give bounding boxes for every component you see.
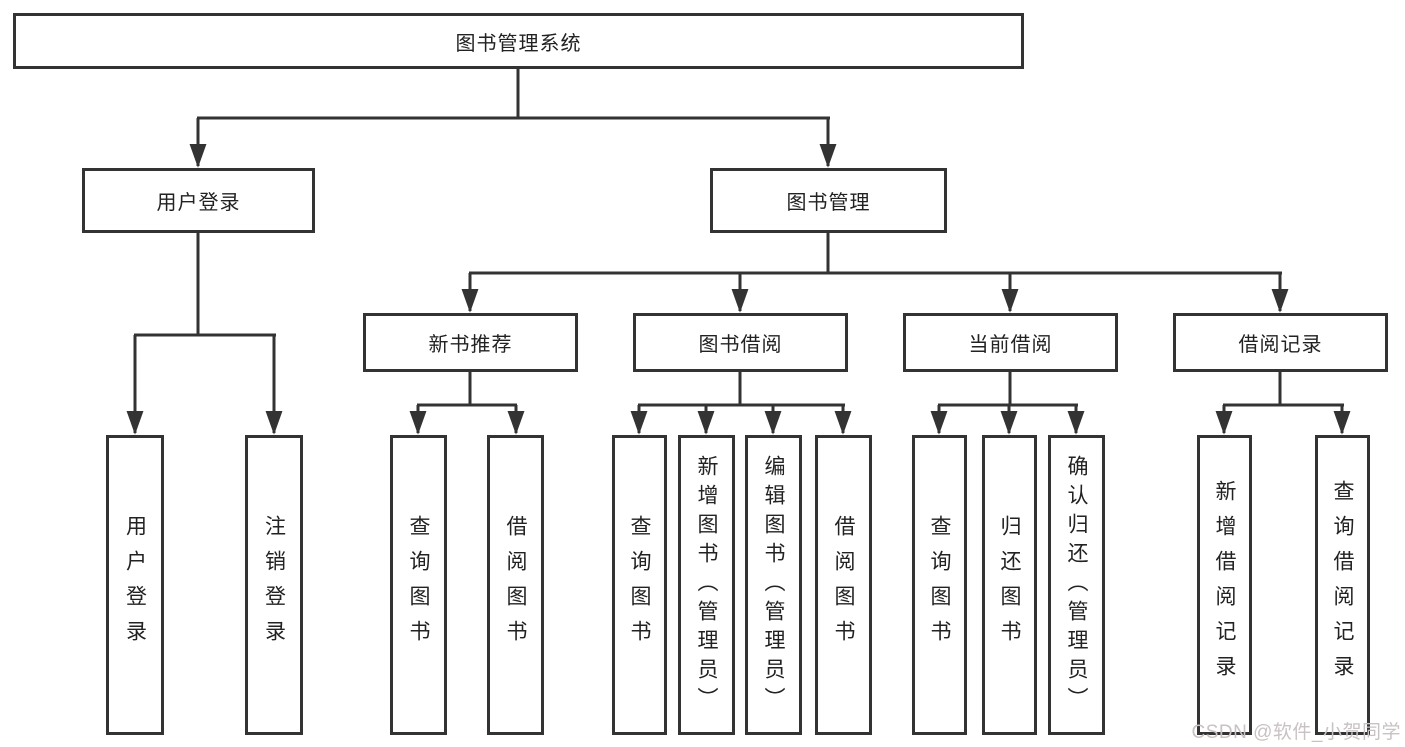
leaf-borrow-borrow-books: 借阅图书 (815, 435, 872, 735)
leaf-borrow-edit-books-admin: 编辑图书（管理员） (745, 435, 802, 735)
node-borrow-record: 借阅记录 (1173, 313, 1388, 372)
node-new-book-recommend-label: 新书推荐 (428, 334, 513, 356)
node-root-label: 图书管理系统 (455, 32, 582, 55)
leaf-rec-query-books: 查询图书 (390, 435, 447, 735)
leaf-logout-label: 注销登录 (262, 515, 286, 655)
leaf-rec-borrow-books: 借阅图书 (487, 435, 544, 735)
node-user-login-label: 用户登录 (156, 192, 241, 214)
node-root-system: 图书管理系统 (13, 13, 1024, 69)
node-borrow-record-label: 借阅记录 (1238, 334, 1323, 356)
leaf-borrow-edit-books-admin-label: 编辑图书（管理员） (762, 454, 785, 716)
node-new-book-recommend: 新书推荐 (363, 313, 578, 372)
leaf-current-confirm-return-admin: 确认归还（管理员） (1048, 435, 1105, 735)
node-current-borrow: 当前借阅 (903, 313, 1118, 372)
leaf-current-query-books: 查询图书 (912, 435, 967, 735)
leaf-rec-borrow-books-label: 借阅图书 (504, 515, 527, 655)
leaf-current-query-books-label: 查询图书 (928, 515, 951, 655)
leaf-logout: 注销登录 (245, 435, 303, 735)
leaf-borrow-borrow-books-label: 借阅图书 (832, 515, 855, 655)
leaf-borrow-add-books-admin: 新增图书（管理员） (678, 435, 735, 735)
leaf-user-login-label: 用户登录 (123, 515, 147, 655)
leaf-record-add-borrow-record: 新增借阅记录 (1197, 435, 1252, 735)
leaf-record-query-borrow-record-label: 查询借阅记录 (1331, 480, 1354, 690)
node-book-borrow: 图书借阅 (633, 313, 848, 372)
leaf-borrow-query-books-label: 查询图书 (628, 515, 651, 655)
node-book-management: 图书管理 (710, 168, 947, 233)
leaf-record-add-borrow-record-label: 新增借阅记录 (1213, 480, 1236, 690)
node-book-management-label: 图书管理 (786, 192, 871, 214)
leaf-record-query-borrow-record: 查询借阅记录 (1315, 435, 1370, 735)
leaf-borrow-add-books-admin-label: 新增图书（管理员） (695, 454, 718, 716)
node-book-borrow-label: 图书借阅 (698, 334, 783, 356)
leaf-current-return-books: 归还图书 (982, 435, 1037, 735)
leaf-rec-query-books-label: 查询图书 (407, 515, 430, 655)
leaf-current-confirm-return-admin-label: 确认归还（管理员） (1065, 454, 1088, 716)
leaf-borrow-query-books: 查询图书 (612, 435, 667, 735)
leaf-user-login: 用户登录 (106, 435, 164, 735)
node-current-borrow-label: 当前借阅 (968, 334, 1053, 356)
leaf-current-return-books-label: 归还图书 (998, 515, 1021, 655)
node-user-login: 用户登录 (82, 168, 315, 233)
csdn-watermark: CSDN @软件_小贺同学 (1191, 722, 1401, 743)
